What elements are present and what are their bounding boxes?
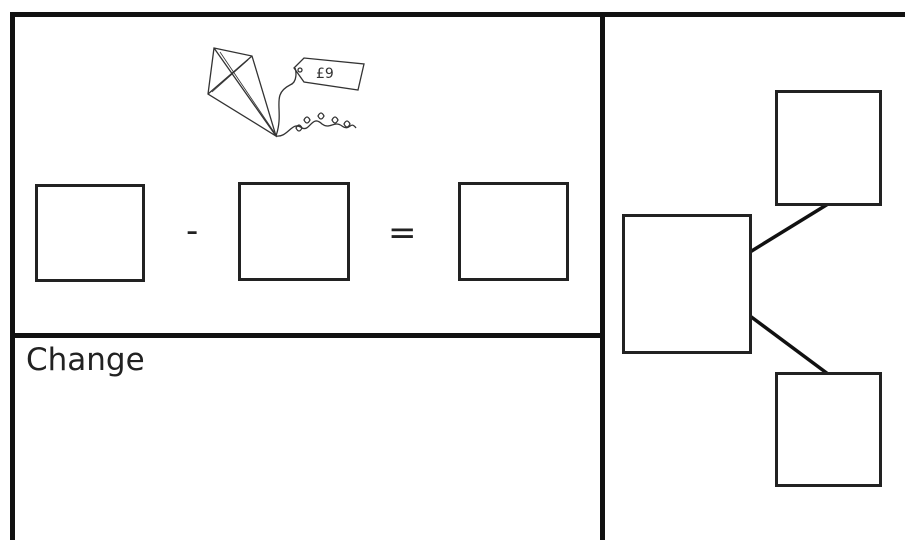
answer-box-2[interactable] — [238, 182, 350, 281]
equals-sign: = — [388, 216, 417, 250]
minus-sign: - — [186, 214, 198, 248]
answer-box-1[interactable] — [35, 184, 145, 282]
change-label: Change — [26, 342, 145, 378]
price-tag-label: £9 — [316, 66, 334, 82]
top-border — [10, 12, 905, 17]
horizontal-divider — [10, 333, 603, 338]
kite-icon: £9 — [200, 40, 370, 150]
part-box-top[interactable] — [775, 90, 882, 206]
whole-box[interactable] — [622, 214, 752, 354]
answer-box-3[interactable] — [458, 182, 569, 281]
left-border — [10, 12, 15, 540]
middle-divider — [600, 12, 605, 540]
part-box-bottom[interactable] — [775, 372, 882, 487]
